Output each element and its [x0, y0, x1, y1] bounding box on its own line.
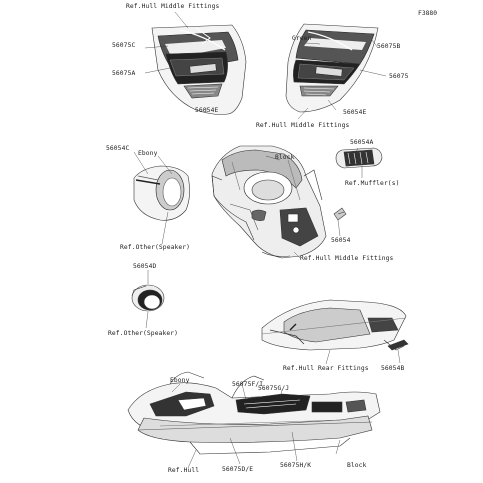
label-56075H-K: 56075H/K — [280, 462, 312, 469]
muffler-decal-56054A — [335, 147, 383, 169]
label-ref-hull: Ref.Hull — [168, 467, 200, 474]
label-ref-muffler: Ref.Muffler(s) — [345, 180, 400, 187]
speaker-cover-56054C — [133, 165, 190, 221]
right-side-panel — [285, 23, 379, 113]
label-56054A: 56054A — [350, 139, 374, 146]
label-56054E-right: 56054E — [343, 109, 367, 116]
hull — [127, 371, 381, 455]
rear-deck — [261, 299, 409, 351]
diagram-code: F3880 — [418, 10, 437, 17]
label-green: Green — [292, 35, 312, 42]
label-56075B: 56075B — [377, 43, 401, 50]
label-ebony-hull: Ebony — [170, 377, 190, 384]
label-56075F-I: 56075F/I — [232, 381, 264, 388]
label-ref-hull-middle-top: Ref.Hull Middle Fittings — [126, 3, 220, 10]
label-ebony-speaker: Ebony — [138, 150, 158, 157]
label-56054C: 56054C — [106, 145, 130, 152]
label-ref-hull-middle-low: Ref.Hull Middle Fittings — [300, 255, 394, 262]
label-56075A: 56075A — [112, 70, 136, 77]
label-56075D-E: 56075D/E — [222, 466, 254, 473]
label-block-bottom: Block — [347, 462, 367, 469]
hull-middle-block — [211, 145, 327, 259]
label-56054B: 56054B — [381, 365, 405, 372]
label-ref-hull-middle-mid: Ref.Hull Middle Fittings — [256, 122, 350, 129]
label-56075G-J: 56075G/J — [258, 385, 290, 392]
label-block-top: Block — [275, 154, 295, 161]
label-ref-other-speaker-2: Ref.Other(Speaker) — [108, 330, 179, 337]
decal-56054 — [333, 207, 347, 221]
label-56054: 56054 — [331, 237, 351, 244]
label-56075C: 56075C — [112, 42, 136, 49]
label-56054E-left: 56054E — [195, 107, 219, 114]
label-56075: 56075 — [389, 73, 409, 80]
label-56054D: 56054D — [133, 263, 157, 270]
left-side-panel — [151, 24, 247, 115]
speaker-56054D — [131, 284, 165, 312]
label-ref-other-speaker-1: Ref.Other(Speaker) — [120, 244, 191, 251]
label-ref-hull-rear: Ref.Hull Rear Fittings — [283, 365, 369, 372]
